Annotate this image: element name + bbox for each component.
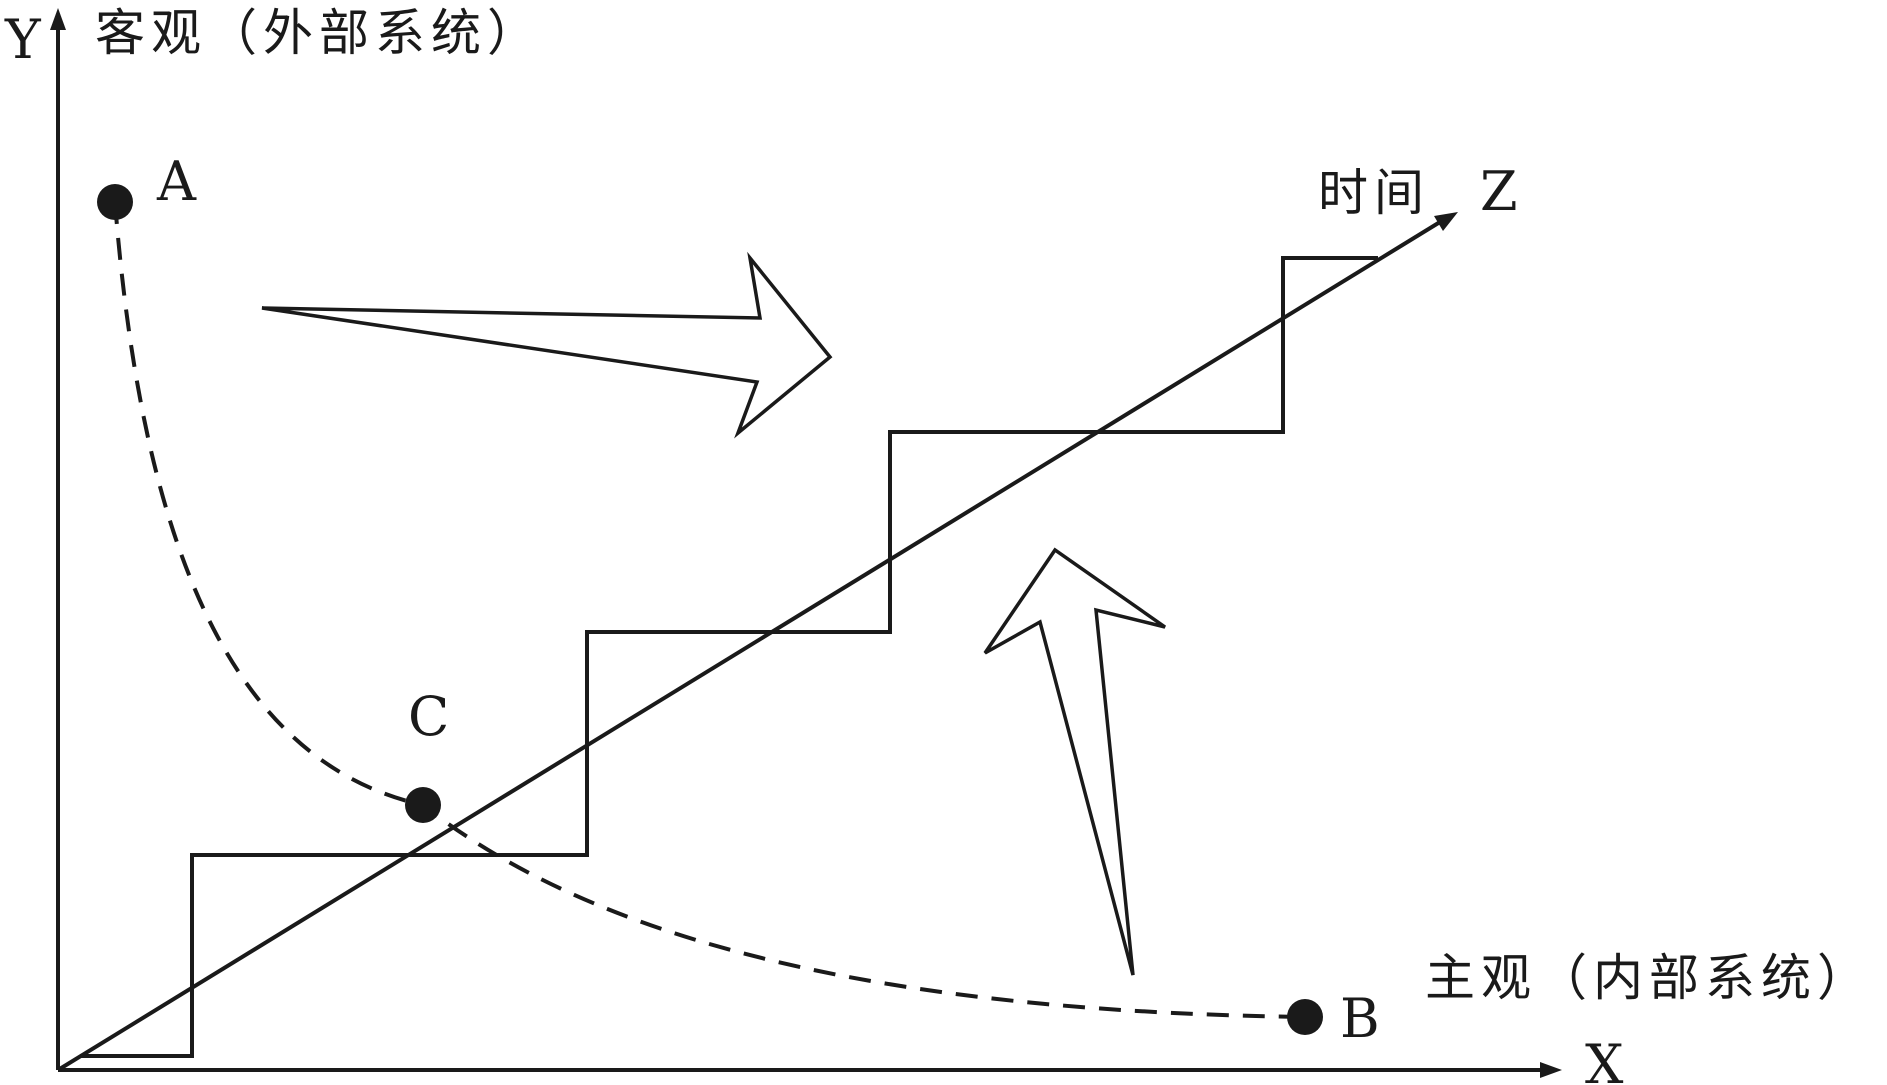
x-axis-arrowhead <box>1540 1062 1562 1078</box>
point-a-label: A <box>156 150 197 213</box>
staircase-path <box>80 256 1378 1058</box>
point-c-label: C <box>408 685 449 748</box>
z-axis-arrowhead <box>1434 212 1458 231</box>
x-axis-letter: X <box>1585 1033 1624 1085</box>
y-axis-letter: Y <box>4 8 42 71</box>
hollow-arrow-up-shape <box>983 547 1167 976</box>
point-c-marker <box>405 787 441 823</box>
hollow-arrow-right <box>261 251 833 439</box>
y-axis-label: 客观（外部系统） <box>95 4 543 62</box>
point-b-marker <box>1287 999 1323 1035</box>
z-axis <box>56 220 1442 1072</box>
x-axis-label: 主观（内部系统） <box>1425 949 1873 1007</box>
y-axis-arrowhead <box>50 8 66 30</box>
point-b-label: B <box>1340 987 1380 1050</box>
z-axis-letter: Z <box>1480 160 1518 223</box>
z-axis-label: 时间 <box>1318 164 1430 222</box>
point-a-marker <box>97 184 133 220</box>
